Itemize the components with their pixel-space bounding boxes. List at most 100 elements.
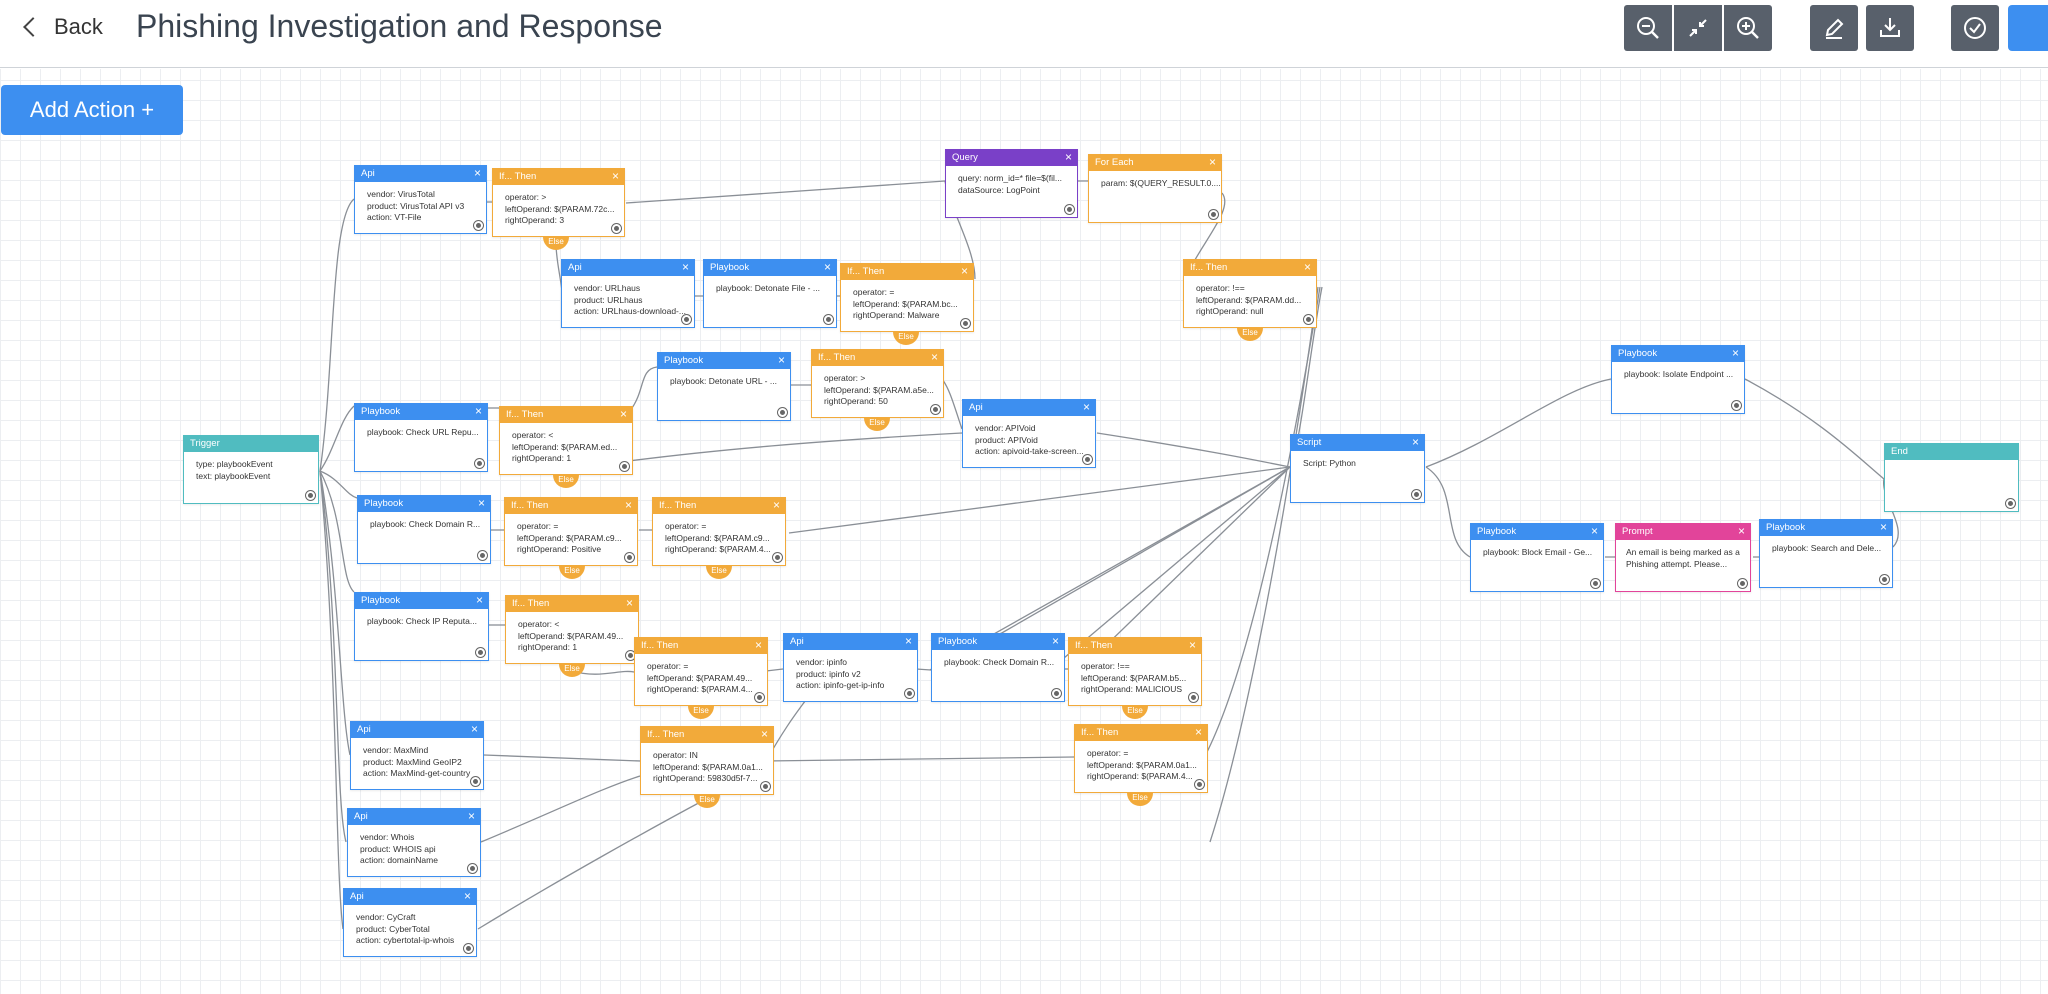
settings-icon[interactable] [824,315,833,324]
for-each-node[interactable]: For Each× param: $(QUERY_RESULT.0.... [1088,154,1222,223]
close-icon[interactable]: × [1590,524,1598,538]
playbook-detonate-file-node[interactable]: Playbook× playbook: Detonate File - ... [703,259,837,328]
save-button[interactable] [2008,5,2048,51]
settings-icon[interactable] [1052,689,1061,698]
end-node[interactable]: End [1884,443,2019,512]
playbook-check-domain-2-node[interactable]: Playbook× playbook: Check Domain R... [931,633,1065,702]
settings-icon[interactable] [1412,490,1421,499]
settings-icon[interactable] [1732,401,1741,410]
settings-icon[interactable] [1195,780,1204,789]
playbook-detonate-url-node[interactable]: Playbook× playbook: Detonate URL - ... [657,352,791,421]
close-icon[interactable]: × [474,404,482,418]
else-handle[interactable]: Else [688,705,714,719]
script-node[interactable]: Script× Script: Python [1290,434,1425,503]
close-icon[interactable]: × [823,260,831,274]
close-icon[interactable]: × [1303,260,1311,274]
settings-icon[interactable] [905,689,914,698]
else-handle[interactable]: Else [543,236,569,250]
else-handle[interactable]: Else [1127,792,1153,806]
close-icon[interactable]: × [760,727,768,741]
playbook-block-email-node[interactable]: Playbook× playbook: Block Email - Ge... [1470,523,1604,592]
close-icon[interactable]: × [477,496,485,510]
close-icon[interactable]: × [1731,346,1739,360]
else-handle[interactable]: Else [559,565,585,579]
close-icon[interactable]: × [754,638,762,652]
if-then-node-malicious[interactable]: If... Then× operator: !==leftOperand: $(… [1068,637,1202,706]
settings-icon[interactable] [1591,579,1600,588]
close-icon[interactable]: × [467,809,475,823]
if-then-node-malware[interactable]: If... Then× operator: =leftOperand: $(PA… [840,263,974,332]
settings-icon[interactable] [471,777,480,786]
download-button[interactable] [1866,5,1914,51]
settings-icon[interactable] [625,553,634,562]
settings-icon[interactable] [778,408,787,417]
close-icon[interactable]: × [470,722,478,736]
close-icon[interactable]: × [960,264,968,278]
settings-icon[interactable] [1304,315,1313,324]
playbook-search-delete-node[interactable]: Playbook× playbook: Search and Dele... [1759,519,1893,588]
playbook-check-ip-node[interactable]: Playbook× playbook: Check IP Reputa... [354,592,489,661]
close-icon[interactable]: × [1737,524,1745,538]
playbook-isolate-endpoint-node[interactable]: Playbook× playbook: Isolate Endpoint ... [1611,345,1745,414]
close-icon[interactable]: × [1879,520,1887,534]
collapse-button[interactable] [1674,5,1722,51]
close-icon[interactable]: × [1188,638,1196,652]
close-icon[interactable]: × [681,260,689,274]
query-node[interactable]: Query× query: norm_id=* file=$(fil...dat… [945,149,1078,218]
settings-icon[interactable] [773,553,782,562]
settings-icon[interactable] [475,459,484,468]
close-icon[interactable]: × [611,169,619,183]
if-then-node-null[interactable]: If... Then× operator: !==leftOperand: $(… [1183,259,1317,328]
if-then-node-positive[interactable]: If... Then× operator: =leftOperand: $(PA… [504,497,638,566]
close-icon[interactable]: × [619,407,627,421]
playbook-check-url-node[interactable]: Playbook× playbook: Check URL Repu... [354,403,488,472]
settings-icon[interactable] [1738,579,1747,588]
else-handle[interactable]: Else [706,565,732,579]
close-icon[interactable]: × [1082,400,1090,414]
if-then-node-lt49[interactable]: If... Then× operator: <leftOperand: $(PA… [505,595,639,664]
close-icon[interactable]: × [777,353,785,367]
edit-button[interactable] [1810,5,1858,51]
close-icon[interactable]: × [772,498,780,512]
else-handle[interactable]: Else [559,663,585,677]
settings-icon[interactable] [1083,455,1092,464]
if-then-node-eq49[interactable]: If... Then× operator: =leftOperand: $(PA… [634,637,768,706]
settings-icon[interactable] [931,405,940,414]
settings-icon[interactable] [1189,693,1198,702]
if-then-node-eq4[interactable]: If... Then× operator: =leftOperand: $(PA… [652,497,786,566]
else-handle[interactable]: Else [1122,705,1148,719]
back-button[interactable]: Back [18,14,103,40]
settings-icon[interactable] [620,462,629,471]
settings-icon[interactable] [476,648,485,657]
close-icon[interactable]: × [1051,634,1059,648]
close-icon[interactable]: × [475,593,483,607]
zoom-in-button[interactable] [1724,5,1772,51]
close-icon[interactable]: × [904,634,912,648]
close-icon[interactable]: × [1064,150,1072,164]
close-icon[interactable]: × [624,498,632,512]
else-handle[interactable]: Else [553,474,579,488]
settings-icon[interactable] [755,693,764,702]
playbook-canvas[interactable]: Add Action + Trigger type: playbookEvent… [0,69,2048,994]
close-icon[interactable]: × [625,596,633,610]
settings-icon[interactable] [474,221,483,230]
settings-icon[interactable] [306,491,315,500]
close-icon[interactable]: × [1208,155,1216,169]
settings-icon[interactable] [612,224,621,233]
settings-icon[interactable] [961,319,970,328]
close-icon[interactable]: × [1194,725,1202,739]
close-icon[interactable]: × [1411,435,1419,449]
else-handle[interactable]: Else [1237,327,1263,341]
settings-icon[interactable] [761,782,770,791]
validate-button[interactable] [1951,5,1999,51]
if-then-node-lt1[interactable]: If... Then× operator: <leftOperand: $(PA… [499,406,633,475]
